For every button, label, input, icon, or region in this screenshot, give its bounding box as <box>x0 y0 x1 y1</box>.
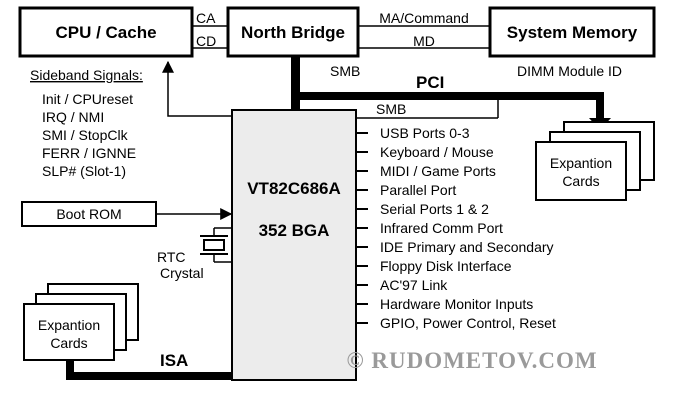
port-label: Parallel Port <box>380 182 456 198</box>
north-bridge-label: North Bridge <box>241 23 345 42</box>
isa-label: ISA <box>160 351 188 370</box>
dimm-module-label: DIMM Module ID <box>517 63 622 79</box>
exp-card-right-line2: Cards <box>562 173 599 189</box>
sideband-title: Sideband Signals: <box>30 67 143 83</box>
exp-card-right-line1: Expantion <box>550 155 612 171</box>
exp-card-right-front <box>535 141 627 201</box>
pci-bus <box>291 92 604 100</box>
sideband-signal: SLP# (Slot-1) <box>42 163 126 179</box>
ca-label: CA <box>196 10 216 26</box>
pci-bus-drop <box>596 92 604 120</box>
exp-card-left-line2: Cards <box>50 335 87 351</box>
pci-label: PCI <box>416 73 444 92</box>
rtc-label: RTC <box>157 249 186 265</box>
port-label: Keyboard / Mouse <box>380 144 494 160</box>
isa-bus <box>66 372 232 380</box>
north-bridge-pci-link <box>291 56 300 114</box>
system-memory-label: System Memory <box>507 23 638 42</box>
sideband-signal: SMI / StopClk <box>42 127 129 143</box>
chip-name-label: VT82C686A <box>247 179 341 198</box>
exp-card-left-line1: Expantion <box>38 317 100 333</box>
watermark: © RUDOMETOV.COM <box>346 348 597 373</box>
exp-card-left-front <box>23 303 115 361</box>
chip-package-label: 352 BGA <box>259 221 330 240</box>
port-label: Serial Ports 1 & 2 <box>380 201 489 217</box>
smb-top-label: SMB <box>330 63 360 79</box>
vt82c686a-chip <box>231 109 357 381</box>
ma-command-label: MA/Command <box>379 10 468 26</box>
sideband-arrow <box>162 60 232 117</box>
isa-bus-drop <box>66 360 74 380</box>
port-label: USB Ports 0-3 <box>380 125 470 141</box>
port-label: GPIO, Power Control, Reset <box>380 315 556 331</box>
sideband-signal: FERR / IGNNE <box>42 145 136 161</box>
port-label: Hardware Monitor Inputs <box>380 296 533 312</box>
port-label: Infrared Comm Port <box>380 220 503 236</box>
cpu-cache-box <box>18 6 194 58</box>
crystal-body <box>203 239 225 251</box>
crystal-label: Crystal <box>160 265 204 281</box>
system-memory-box <box>488 6 656 58</box>
port-label: IDE Primary and Secondary <box>380 239 554 255</box>
boot-rom-label: Boot ROM <box>56 206 121 222</box>
cpu-cache-label: CPU / Cache <box>55 23 156 42</box>
port-label: MIDI / Game Ports <box>380 163 496 179</box>
port-label: AC'97 Link <box>380 277 448 293</box>
sideband-signal: IRQ / NMI <box>42 109 104 125</box>
sideband-signal: Init / CPUreset <box>42 91 133 107</box>
port-label: Floppy Disk Interface <box>380 258 512 274</box>
boot-rom-box <box>21 201 157 227</box>
smb-right-label: SMB <box>376 101 406 117</box>
north-bridge-box <box>226 6 360 58</box>
cd-label: CD <box>196 33 216 49</box>
md-label: MD <box>413 33 435 49</box>
